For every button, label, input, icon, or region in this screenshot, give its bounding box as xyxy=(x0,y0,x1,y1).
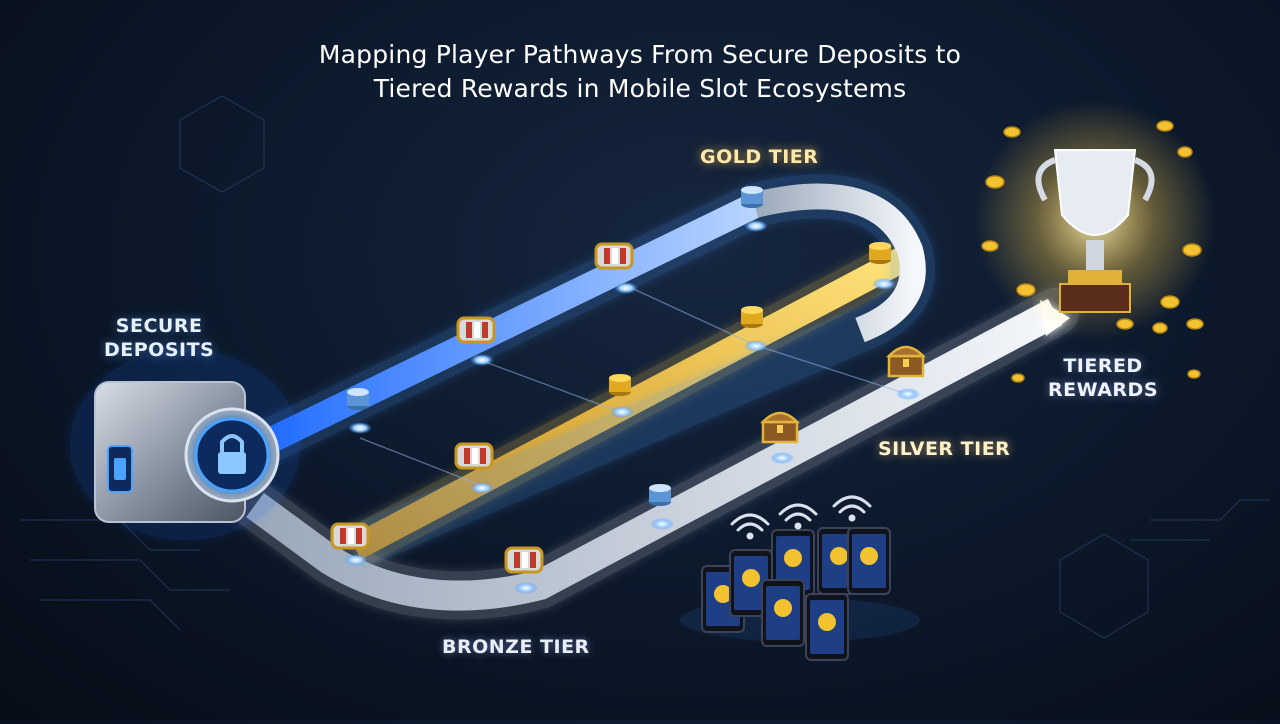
slot-reel-icon xyxy=(454,442,494,470)
gold-coin-icon xyxy=(1182,243,1202,257)
path-node xyxy=(614,282,638,294)
path-node xyxy=(470,354,494,366)
poker-chip-stack-icon xyxy=(347,388,369,410)
gold-tier-label: GOLD TIER xyxy=(700,146,819,168)
slot-reel-icon xyxy=(456,316,496,344)
wifi-signal-icon xyxy=(730,513,770,540)
path-node xyxy=(514,582,538,594)
circuit-decoration xyxy=(20,95,1270,639)
mobile-devices xyxy=(680,527,920,661)
title-line-2: Tiered Rewards in Mobile Slot Ecosystems xyxy=(373,74,907,103)
treasure-chest-icon xyxy=(887,345,925,378)
path-nodes xyxy=(344,220,920,594)
path-node xyxy=(344,554,368,566)
trophy-icon xyxy=(975,100,1215,340)
gold-coin-icon xyxy=(1116,318,1134,330)
vault-icon xyxy=(70,350,300,540)
path-node xyxy=(470,482,494,494)
page-title: Mapping Player Pathways From Secure Depo… xyxy=(140,38,1140,106)
gold-coin-icon xyxy=(981,240,999,252)
silver-tier-label: SILVER TIER xyxy=(878,438,1011,460)
lock-icon xyxy=(218,434,246,474)
path-node xyxy=(896,388,920,400)
gold-coin-icon xyxy=(1011,373,1025,383)
gold-coin-stack-icon xyxy=(741,306,763,328)
gold-coin-icon xyxy=(1016,283,1036,297)
mobile-device-icon xyxy=(761,579,805,647)
mobile-device-icon xyxy=(805,593,849,661)
path-node xyxy=(872,278,896,290)
title-line-1: Mapping Player Pathways From Secure Depo… xyxy=(318,40,962,69)
wifi-signals xyxy=(730,495,872,540)
poker-chip-stack-icon xyxy=(741,186,763,208)
slot-reel-icon xyxy=(504,546,544,574)
path-node xyxy=(770,452,794,464)
gold-tier-track xyxy=(245,174,935,569)
path-node xyxy=(610,406,634,418)
gold-coin-stack-icon xyxy=(609,374,631,396)
slot-reel-icon xyxy=(330,522,370,550)
tiered-rewards-label-line-2: REWARDS xyxy=(1048,379,1159,401)
secure-deposits-label: SECURE DEPOSITS xyxy=(104,314,214,362)
gold-coin-stack-icon xyxy=(869,242,891,264)
path-node xyxy=(744,340,768,352)
gold-coin-icon xyxy=(1177,146,1193,158)
wifi-signal-icon xyxy=(832,495,872,522)
wifi-signal-icon xyxy=(778,503,818,530)
path-node xyxy=(348,422,372,434)
gold-coin-icon xyxy=(1152,322,1168,334)
gold-coin-icon xyxy=(1156,120,1174,132)
secure-deposits-label-line-2: DEPOSITS xyxy=(104,339,215,361)
mobile-device-icon xyxy=(847,527,891,595)
gold-coin-icon xyxy=(1187,369,1201,379)
gold-coin-icon xyxy=(1003,126,1021,138)
gold-coin-icon xyxy=(1160,295,1180,309)
slot-reel-icon xyxy=(594,242,634,270)
path-node xyxy=(650,518,674,530)
gold-coins xyxy=(981,120,1204,383)
connector-lines xyxy=(359,284,911,486)
path-node xyxy=(744,220,768,232)
tiered-rewards-label: TIERED REWARDS xyxy=(1048,354,1158,402)
poker-chip-stack-icon xyxy=(649,484,671,506)
treasure-chest-icon xyxy=(761,411,799,444)
secure-deposits-label-line-1: SECURE xyxy=(115,315,203,337)
bronze-tier-label: BRONZE TIER xyxy=(442,636,590,658)
gold-coin-icon xyxy=(1186,318,1204,330)
tiered-rewards-label-line-1: TIERED xyxy=(1063,355,1143,377)
gold-coin-icon xyxy=(985,175,1005,189)
